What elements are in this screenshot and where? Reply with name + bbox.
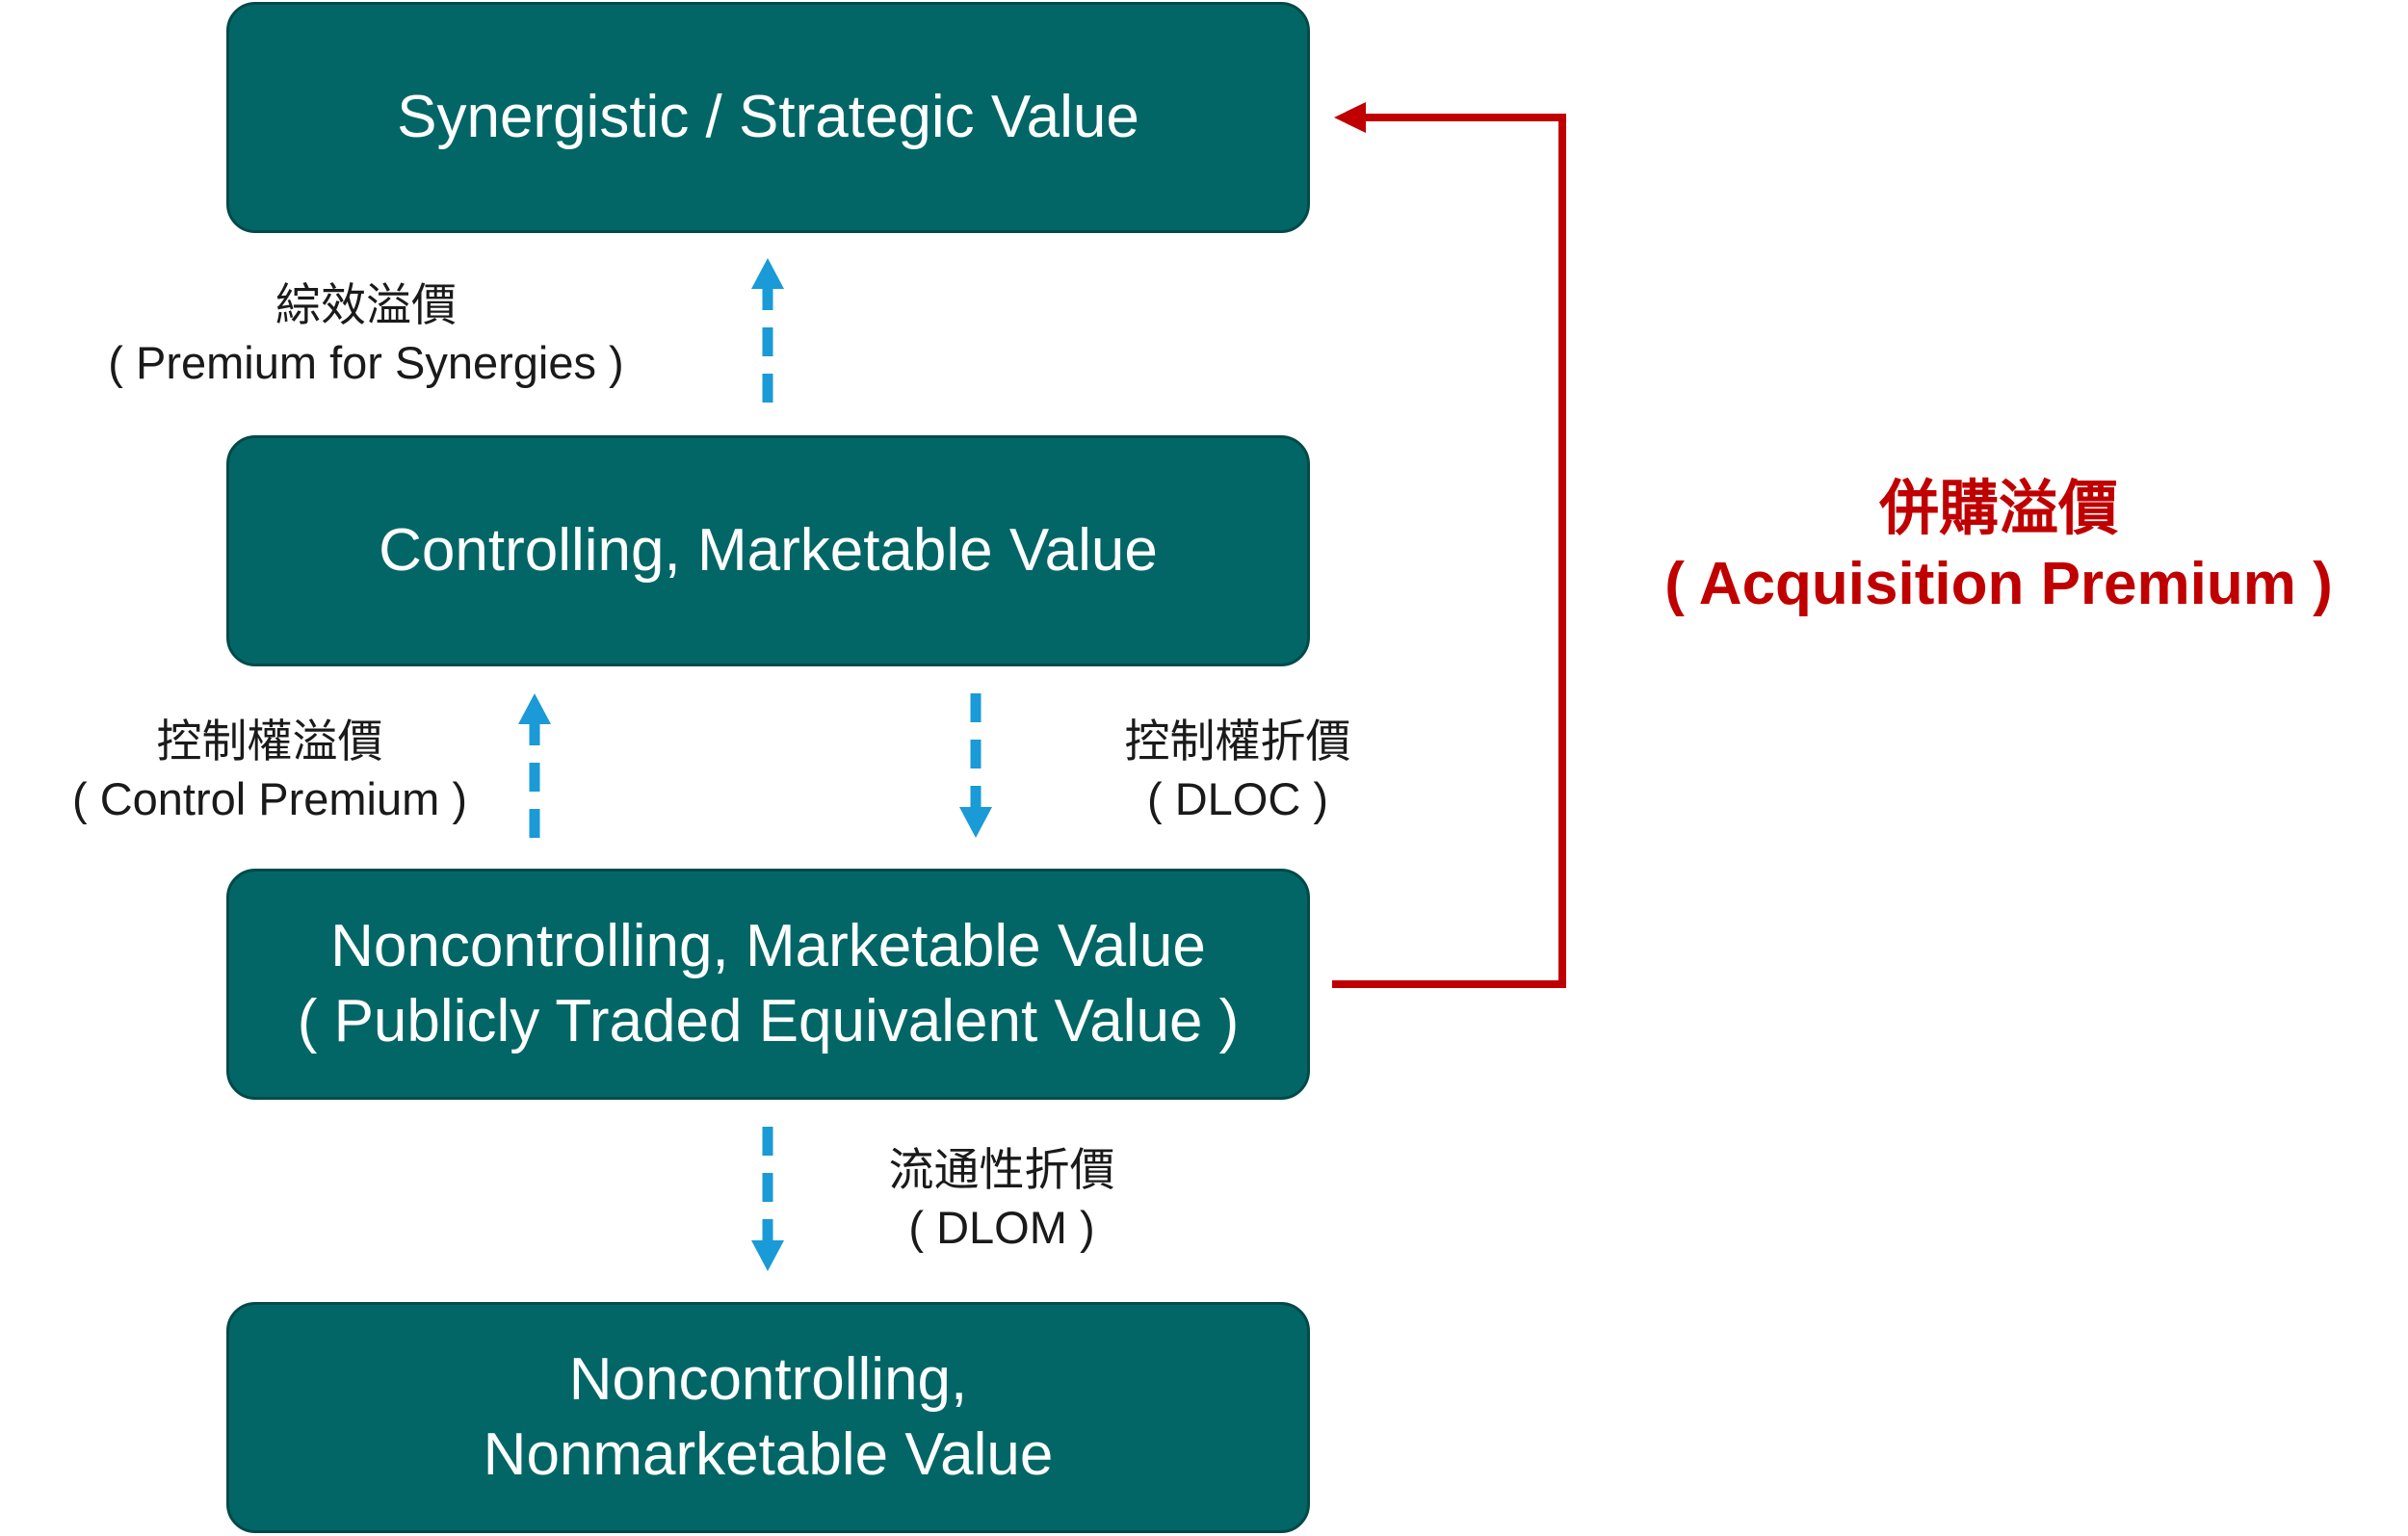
label-zh: 綜效溢價 <box>275 279 457 330</box>
noncontrolling-nonmarketable-value-box: Noncontrolling, Nonmarketable Value <box>226 1302 1310 1533</box>
label-en: ( Premium for Synergies ) <box>108 337 624 388</box>
acquisition-premium-arrow-icon <box>1332 102 1566 988</box>
label-en: ( DLOM ) <box>908 1202 1095 1253</box>
label-zh: 併購溢價 <box>1878 476 2118 542</box>
label-en: ( Control Premium ) <box>71 773 467 824</box>
box-label-line2: Nonmarketable Value <box>483 1421 1054 1488</box>
dlom-arrow-icon <box>751 1127 784 1271</box>
box-label: Controlling, Marketable Value <box>379 517 1158 584</box>
dloc-arrow-icon <box>959 693 992 838</box>
synergy-premium-arrow-icon <box>751 258 784 403</box>
dlom-label: 流通性折價 ( DLOM ) <box>857 1141 1146 1257</box>
premium-for-synergies-label: 綜效溢價 ( Premium for Synergies ) <box>67 276 665 392</box>
control-premium-arrow-icon <box>518 693 551 838</box>
label-zh: 控制權折價 <box>1124 716 1351 767</box>
box-label-line1: Noncontrolling, <box>568 1346 968 1413</box>
label-en: ( Acquisition Premium ) <box>1664 551 2333 617</box>
box-label: Synergistic / Strategic Value <box>397 84 1139 150</box>
noncontrolling-marketable-value-box: Noncontrolling, Marketable Value ( Publi… <box>226 869 1310 1100</box>
label-zh: 流通性折價 <box>888 1144 1115 1195</box>
box-label-line1: Noncontrolling, Marketable Value <box>330 913 1206 979</box>
dloc-label: 控制權折價 ( DLOC ) <box>1084 713 1392 828</box>
box-label-line2: ( Publicly Traded Equivalent Value ) <box>297 988 1240 1054</box>
acquisition-premium-label: 併購溢價 ( Acquisition Premium ) <box>1628 472 2369 622</box>
label-zh: 控制權溢價 <box>156 716 383 767</box>
synergistic-strategic-value-box: Synergistic / Strategic Value <box>226 2 1310 233</box>
control-premium-label: 控制權溢價 ( Control Premium ) <box>34 713 506 828</box>
label-en: ( DLOC ) <box>1147 773 1328 824</box>
controlling-marketable-value-box: Controlling, Marketable Value <box>226 435 1310 666</box>
